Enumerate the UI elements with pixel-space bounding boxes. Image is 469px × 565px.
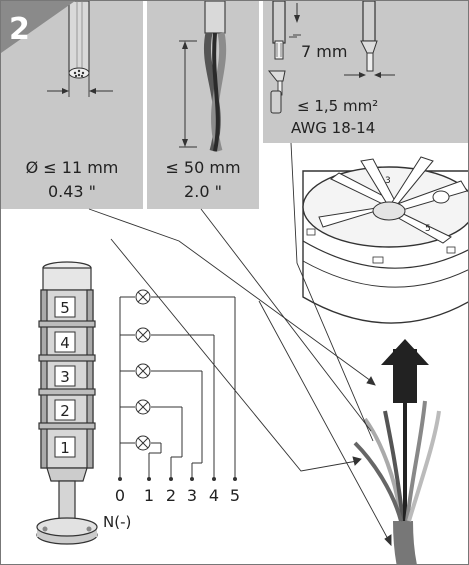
terminal-label: 4 — [209, 486, 219, 505]
panel-background — [147, 1, 259, 209]
lamp-symbol-icon — [135, 399, 151, 415]
neutral-label: N(-) — [103, 513, 131, 531]
panel-strip-length: ≤ 50 mm 2.0 " — [147, 1, 259, 209]
lamp-symbol-icon — [135, 289, 151, 305]
panel-cable-diameter: 2 Ø ≤ 11 mm 0.43 " — [1, 1, 143, 209]
cable-diameter-mm: Ø ≤ 11 mm — [26, 158, 119, 177]
wire-gauge: AWG 18-14 — [291, 119, 375, 137]
cable-sheath — [204, 1, 226, 34]
lamp-symbol-icon — [135, 327, 151, 343]
insert-arrow-icon — [381, 339, 429, 403]
strip-length-mm: ≤ 50 mm — [165, 158, 240, 177]
terminal-label: 2 — [166, 486, 176, 505]
wire-strip-length: 7 mm — [301, 42, 347, 61]
tier-label: 5 — [60, 299, 70, 317]
cable-cross-section — [68, 67, 90, 79]
cable-sheath — [68, 1, 90, 72]
terminal-label: 0 — [115, 486, 125, 505]
wire-cross-section: ≤ 1,5 mm² — [297, 97, 378, 115]
tier-label: 1 — [60, 439, 70, 457]
panel-wire-ferrule: 7 mm ≤ 1,5 mm² AWG 18-14 — [263, 1, 468, 143]
terminal-label: 3 — [187, 486, 197, 505]
tier-label: 3 — [60, 368, 70, 386]
tier-label: 2 — [60, 402, 70, 420]
cable-bundle — [353, 399, 441, 564]
lamp-symbol-icon — [135, 435, 151, 451]
terminal-label: 5 — [230, 486, 240, 505]
step-badge — [1, 1, 75, 53]
crimped-ferrule — [366, 52, 374, 72]
svg-text:5: 5 — [425, 224, 431, 234]
step-number: 2 — [9, 12, 30, 47]
connector-base: 3 5 — [302, 156, 468, 324]
stripped-wires — [212, 32, 220, 152]
strip-length-in: 2.0 " — [184, 182, 222, 201]
terminal-label: 1 — [144, 486, 154, 505]
tier-label: 4 — [60, 334, 70, 352]
ferrule — [267, 70, 286, 82]
wiring-schematic — [118, 296, 237, 481]
signal-tower: 5 4 3 2 1 — [36, 261, 98, 545]
leader-lines — [88, 142, 392, 547]
lamp-symbol-icon — [135, 363, 151, 379]
svg-text:3: 3 — [385, 176, 391, 186]
cable-diameter-in: 0.43 " — [48, 182, 96, 201]
